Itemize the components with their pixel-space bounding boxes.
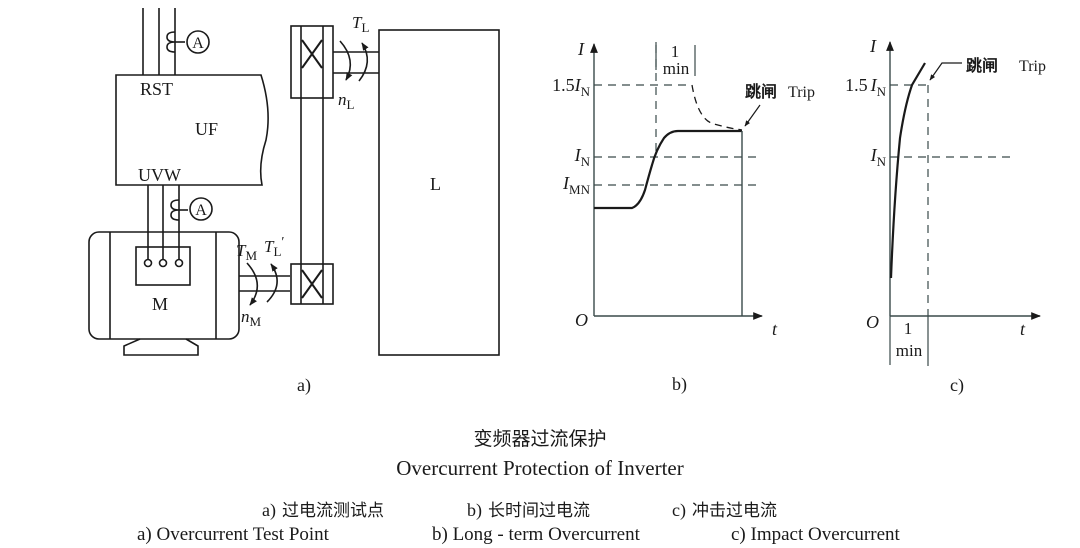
- panel-a-label: a): [297, 375, 311, 396]
- ammeter-symbol: A: [192, 35, 204, 52]
- b-y-axis-label: I: [577, 39, 585, 59]
- motor-label: M: [152, 294, 168, 314]
- c-reference-lines: [890, 84, 1015, 316]
- b-level-motor-rated-label: IMN: [562, 173, 591, 197]
- b-trip-arrow: [744, 104, 761, 127]
- load-torque-prime-arrow: [266, 263, 278, 303]
- motor-torque-label: TM: [236, 241, 257, 263]
- panel-b: I t O 1 min 1.5IN IN IMN 跳闸 Trip b): [552, 39, 815, 395]
- b-current-curve: [594, 129, 742, 210]
- motor-speed-arrow: [246, 262, 259, 306]
- b-trip-boundary-curve: [691, 84, 743, 131]
- c-level-rated-label: IN: [870, 145, 887, 169]
- load-pulley: [290, 25, 334, 99]
- input-ammeter: A: [166, 30, 210, 54]
- inverter-label: UF: [195, 119, 218, 139]
- output-terminals-label: UVW: [138, 165, 181, 185]
- b-interval-unit: min: [663, 59, 690, 78]
- b-level-rated-label: IN: [574, 145, 591, 169]
- c-current-curve: [889, 62, 926, 279]
- b-trip-label-en: Trip: [788, 84, 815, 101]
- input-terminals-label: RST: [140, 79, 173, 99]
- panel-c-label: c): [950, 375, 964, 396]
- c-origin-label: O: [866, 312, 879, 332]
- overcurrent-diagram: A RST UF UVW A M: [88, 8, 1046, 396]
- motor: M: [88, 231, 240, 356]
- c-x-axis-label: t: [1020, 319, 1026, 339]
- b-origin-label: O: [575, 310, 588, 330]
- motor-speed-label: nM: [241, 307, 262, 329]
- caption-title-zh: 变频器过流保护: [473, 428, 607, 450]
- c-y-axis-label: I: [869, 36, 877, 56]
- subcaption-b-zh: b)长时间过电流: [467, 500, 590, 521]
- load-speed-arrow: [339, 40, 353, 81]
- b-x-axis-label: t: [772, 319, 778, 339]
- ammeter-symbol: A: [195, 202, 207, 219]
- output-ammeter: A: [170, 197, 213, 221]
- c-trip-label-zh: 跳闸: [966, 56, 998, 75]
- b-interval-value: 1: [671, 42, 680, 61]
- panel-b-label: b): [672, 374, 687, 395]
- motor-lines: [147, 185, 180, 262]
- load-torque-prime-label: TL′: [264, 235, 284, 259]
- subcaption-b-en: b) Long - term Overcurrent: [432, 524, 640, 545]
- subcaption-a-en: a) Overcurrent Test Point: [137, 524, 329, 545]
- load-speed-label: nL: [338, 90, 355, 112]
- c-trip-arrow: [929, 62, 962, 81]
- load-torque-label: TL: [352, 13, 369, 35]
- inverter-box: [115, 74, 269, 186]
- b-trip-label-zh: 跳闸: [745, 82, 777, 101]
- caption-title-en: Overcurrent Protection of Inverter: [396, 456, 684, 480]
- c-trip-label-en: Trip: [1019, 58, 1046, 75]
- load-label: L: [430, 174, 441, 194]
- load-box: [378, 29, 500, 356]
- subcaption-a-zh: a)过电流测试点: [262, 500, 384, 521]
- motor-pulley: [290, 263, 334, 305]
- b-level-1-5-label: 1.5IN: [552, 75, 591, 99]
- subcaption-c-en: c) Impact Overcurrent: [731, 524, 900, 545]
- c-interval-unit: min: [896, 341, 923, 360]
- panel-a: A RST UF UVW A M: [88, 8, 500, 396]
- load-torque-arrow: [358, 42, 369, 82]
- c-interval-value: 1: [904, 319, 913, 338]
- subcaption-c-zh: c)冲击过电流: [672, 500, 777, 521]
